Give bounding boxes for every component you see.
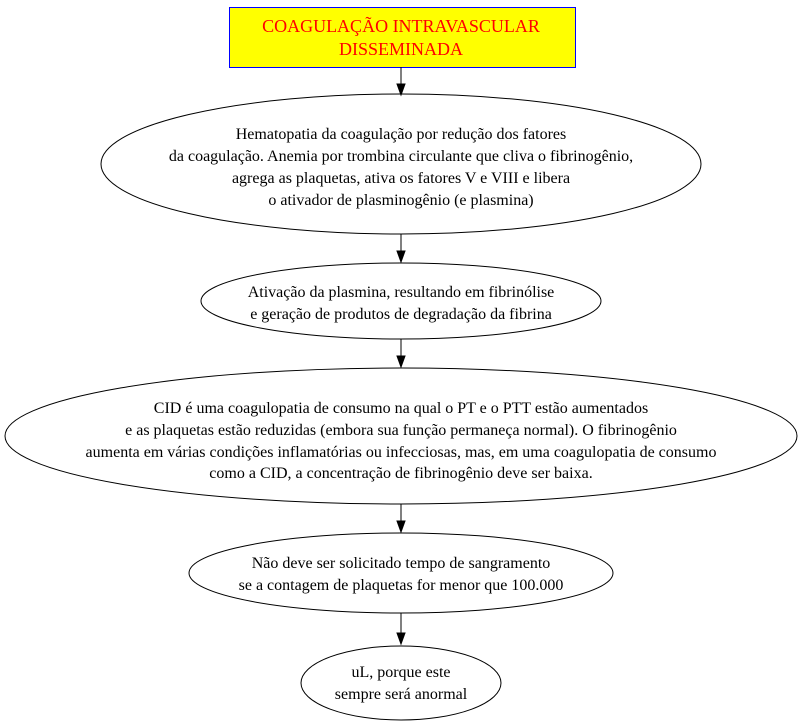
edge bbox=[396, 234, 406, 264]
node-sangramento: Não deve ser solicitado tempo de sangram… bbox=[188, 532, 614, 614]
node-line: da coagulação. Anemia por trombina circu… bbox=[169, 148, 633, 165]
node-line: agrega as plaquetas, ativa os fatores V … bbox=[232, 170, 570, 187]
node-ellipse bbox=[188, 532, 614, 614]
node-ellipse bbox=[200, 262, 602, 340]
edge bbox=[396, 67, 406, 97]
edge bbox=[396, 613, 406, 646]
node-line: e as plaquetas estão reduzidas (embora s… bbox=[125, 422, 677, 439]
node-line: aumenta em várias condições inflamatória… bbox=[86, 444, 717, 461]
node-line: o ativador de plasminogênio (e plasmina) bbox=[268, 192, 533, 209]
node-hematopatia: Hematopatia da coagulação por redução do… bbox=[100, 93, 702, 235]
node-line: sempre será anormal bbox=[335, 686, 468, 703]
title-box bbox=[229, 7, 576, 68]
node-anormal: uL, porque este sempre será anormal bbox=[300, 645, 502, 721]
title-line: DISSEMINADA bbox=[339, 39, 463, 59]
node-plasmina: Ativação da plasmina, resultando em fibr… bbox=[200, 262, 602, 340]
node-line: como a CID, a concentração de fibrinogên… bbox=[209, 465, 592, 482]
edge bbox=[396, 504, 406, 534]
node-ellipse bbox=[300, 645, 502, 721]
node-line: Não deve ser solicitado tempo de sangram… bbox=[252, 555, 551, 572]
node-line: Hematopatia da coagulação por redução do… bbox=[236, 126, 567, 143]
node-line: se a contagem de plaquetas for menor que… bbox=[239, 577, 564, 594]
edge bbox=[396, 339, 406, 369]
title-node: COAGULAÇÃO INTRAVASCULAR DISSEMINADA bbox=[229, 7, 576, 68]
node-line: uL, porque este bbox=[351, 664, 450, 681]
node-cid: CID é uma coagulopatia de consumo na qua… bbox=[4, 367, 798, 505]
node-line: Ativação da plasmina, resultando em fibr… bbox=[248, 284, 555, 301]
node-line: CID é uma coagulopatia de consumo na qua… bbox=[154, 400, 648, 417]
title-line: COAGULAÇÃO INTRAVASCULAR bbox=[262, 15, 540, 36]
node-line: e geração de produtos de degradação da f… bbox=[250, 306, 552, 323]
